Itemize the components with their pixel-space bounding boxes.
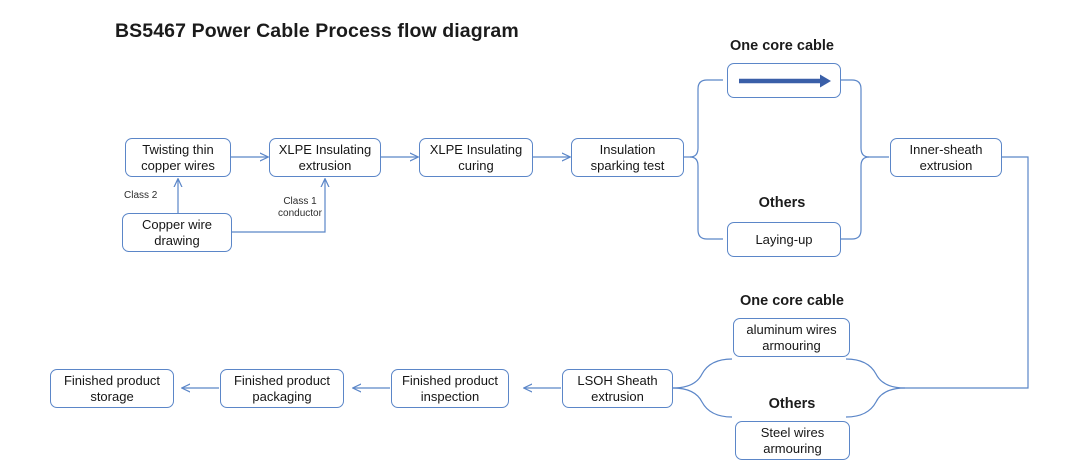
node-finished-product-packaging[interactable]: Finished product packaging <box>220 369 344 408</box>
group-label-one-core-cable-top: One core cable <box>730 38 834 54</box>
node-steel-wires-armouring[interactable]: Steel wires armouring <box>735 421 850 460</box>
node-label: LSOH Sheath extrusion <box>577 372 658 404</box>
node-insulation-sparking-test[interactable]: Insulation sparking test <box>571 138 684 177</box>
node-label: Steel wires armouring <box>760 424 825 456</box>
node-label: Copper wire drawing <box>141 216 213 248</box>
group-label-one-core-cable-bottom: One core cable <box>740 293 844 309</box>
edge-label-class-2: Class 2 <box>124 190 158 201</box>
node-label: Inner-sheath extrusion <box>909 141 983 173</box>
node-laying-up[interactable]: Laying-up <box>727 222 841 257</box>
node-label: Laying-up <box>755 231 813 247</box>
node-inner-sheath-extrusion[interactable]: Inner-sheath extrusion <box>890 138 1002 177</box>
node-label: Finished product packaging <box>233 372 331 404</box>
group-label-others-top: Others <box>758 195 806 211</box>
node-xlpe-insulating-curing[interactable]: XLPE Insulating curing <box>419 138 533 177</box>
node-xlpe-insulating-extrusion[interactable]: XLPE Insulating extrusion <box>269 138 381 177</box>
node-aluminum-wires-armouring[interactable]: aluminum wires armouring <box>733 318 850 357</box>
node-label: Finished product inspection <box>401 372 499 404</box>
node-one-core-pass-through[interactable] <box>727 63 841 98</box>
node-label: Finished product storage <box>63 372 161 404</box>
page-title: BS5467 Power Cable Process flow diagram <box>115 20 519 42</box>
node-copper-wire-drawing[interactable]: Copper wire drawing <box>122 213 232 252</box>
node-label: XLPE Insulating extrusion <box>278 141 372 173</box>
pass-through-arrow-icon <box>739 74 831 88</box>
node-label: XLPE Insulating curing <box>429 141 523 173</box>
node-finished-product-storage[interactable]: Finished product storage <box>50 369 174 408</box>
node-twisting-thin-copper-wires[interactable]: Twisting thin copper wires <box>125 138 231 177</box>
group-label-others-bottom: Others <box>768 396 816 412</box>
node-label: aluminum wires armouring <box>746 321 837 353</box>
node-label: Twisting thin copper wires <box>141 141 215 173</box>
edge-label-line-2: conductor <box>278 208 322 219</box>
node-label: Insulation sparking test <box>590 141 665 173</box>
node-finished-product-inspection[interactable]: Finished product inspection <box>391 369 509 408</box>
node-lsoh-sheath-extrusion[interactable]: LSOH Sheath extrusion <box>562 369 673 408</box>
edge-label-class-1-conductor: Class 1 conductor <box>262 196 338 220</box>
edge-label-line-1: Class 1 <box>283 196 317 207</box>
